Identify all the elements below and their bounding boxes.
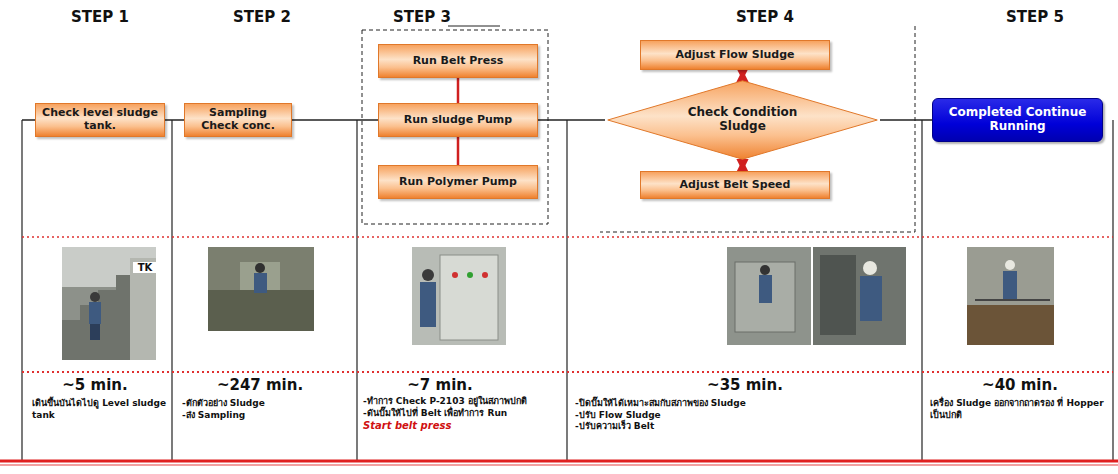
- description-column: -ปิดปั๊มให้ได้เหมาะสมกับสภาพของ Sludge-ป…: [575, 398, 915, 433]
- bottom-rule: [0, 464, 1118, 466]
- node-text: Check level sludge tank.: [42, 107, 158, 132]
- duration-label: ~7 min.: [385, 376, 495, 394]
- decision-diamond: Check Condition Sludge: [605, 80, 880, 160]
- node-text: Completed Continue Running: [941, 106, 1094, 134]
- group-dashed-outline: [362, 30, 548, 224]
- connector: [880, 119, 932, 121]
- heading-rule: [448, 26, 500, 27]
- duration-label: ~247 min.: [200, 376, 320, 394]
- node-text: Run Polymer Pump: [399, 176, 517, 189]
- node-text: Check Condition Sludge: [675, 106, 810, 134]
- duration-label: ~40 min.: [965, 376, 1075, 394]
- photo: [62, 247, 156, 360]
- process-box: Check level sludge tank.: [35, 103, 165, 137]
- step-note: -ทำการ Check P-2103 อยู่ในสภาพปกติ: [363, 396, 561, 408]
- node-text: Run sludge Pump: [404, 114, 512, 127]
- photo: [208, 247, 314, 331]
- description-column: เครื่อง Sludge ออกจากถาดรอง ที่ Hopper เ…: [930, 398, 1108, 421]
- process-box: Adjust Flow Sludge: [640, 40, 830, 70]
- step-heading: STEP 3: [372, 8, 472, 26]
- step-note: -ปิดปั๊มให้ได้เหมาะสมกับสภาพของ Sludge: [575, 398, 915, 410]
- step-heading: STEP 5: [985, 8, 1085, 26]
- connector: [538, 119, 605, 121]
- photo: [727, 247, 906, 345]
- step-heading: STEP 1: [50, 8, 150, 26]
- step-note: -ส่ง Sampling: [182, 410, 352, 422]
- process-box: Run sludge Pump: [378, 103, 538, 137]
- node-text: Adjust Flow Sludge: [675, 49, 794, 62]
- connector: [741, 161, 744, 170]
- step-heading: STEP 4: [715, 8, 815, 26]
- connector: [457, 137, 460, 165]
- step-note: เครื่อง Sludge ออกจากถาดรอง ที่ Hopper เ…: [930, 398, 1108, 421]
- connector: [741, 71, 744, 79]
- connector: [292, 119, 378, 121]
- column-dividers: [22, 120, 1113, 460]
- process-box: Run Belt Press: [378, 44, 538, 78]
- description-column: เดินขึ้นบันไดไปดู Level sludge tank: [32, 398, 166, 421]
- dotted-divider: [22, 371, 1113, 373]
- step-note: เดินขึ้นบันไดไปดู Level sludge tank: [32, 398, 166, 421]
- bottom-rule: [0, 460, 1118, 463]
- connector: [165, 119, 184, 121]
- node-text: Sampling Check conc.: [191, 107, 285, 132]
- step-note: Start belt press: [363, 419, 561, 432]
- main-line-stub: [22, 119, 35, 121]
- step-heading: STEP 2: [212, 8, 312, 26]
- description-column: -ทำการ Check P-2103 อยู่ในสภาพปกติ-ดันปั…: [363, 396, 561, 432]
- end-box: Completed Continue Running: [932, 98, 1103, 142]
- photo: [967, 247, 1054, 345]
- step-note: -ปรับ Flow Sludge: [575, 410, 915, 422]
- duration-label: ~5 min.: [40, 376, 150, 394]
- process-box: Sampling Check conc.: [184, 103, 292, 137]
- group-dashed-outline: [600, 26, 915, 232]
- node-text: Run Belt Press: [413, 55, 504, 68]
- connector: [457, 78, 460, 103]
- photo: [412, 247, 506, 345]
- duration-label: ~35 min.: [690, 376, 800, 394]
- step-note: -ตักตัวอย่าง Sludge: [182, 398, 352, 410]
- dotted-divider: [22, 236, 1113, 238]
- process-box: Adjust Belt Speed: [640, 171, 830, 199]
- process-box: Run Polymer Pump: [378, 165, 538, 199]
- node-text: Adjust Belt Speed: [680, 179, 791, 192]
- step-note: -ดันปั๊มให้ไปที่ Belt เพื่อทำการ Run: [363, 408, 561, 420]
- description-column: -ตักตัวอย่าง Sludge-ส่ง Sampling: [182, 398, 352, 421]
- tank-tag: TK: [133, 262, 157, 273]
- step-note: -ปรับความเร็ว Belt: [575, 421, 915, 433]
